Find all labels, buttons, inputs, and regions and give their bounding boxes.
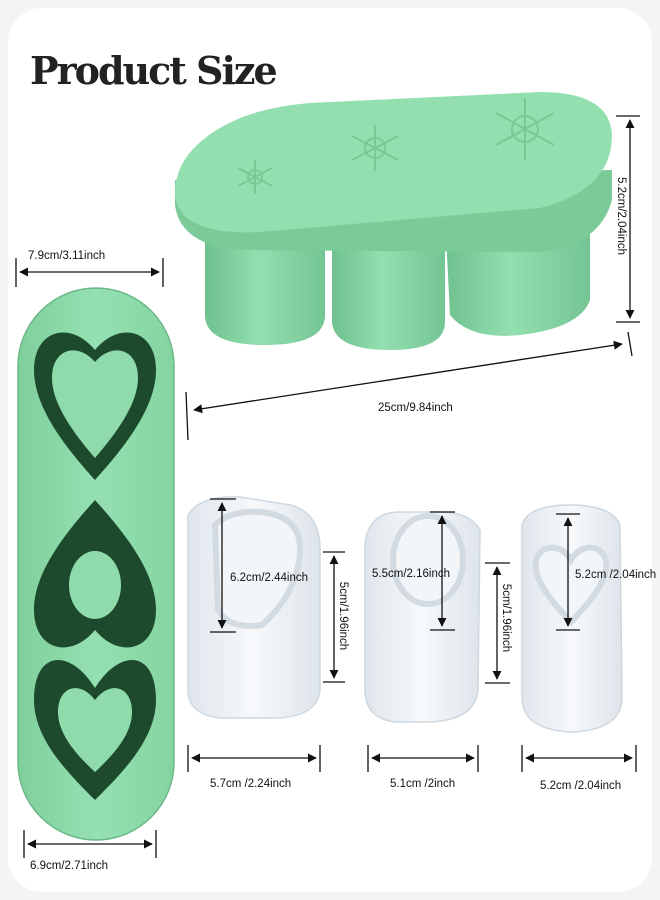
mold-length-label: 25cm/9.84inch — [378, 402, 453, 414]
page-title: Product Size — [30, 48, 278, 93]
ice-cube-3 — [521, 504, 623, 733]
ice1-height-label: 6.2cm/2.44inch — [230, 572, 308, 584]
tray-bottom-width-label: 6.9cm/2.71inch — [30, 860, 108, 872]
mold-height-label: 5.2cm/2.04inch — [615, 177, 627, 255]
tray-top-width-label: 7.9cm/3.11inch — [28, 250, 106, 262]
snowflake-icon — [351, 125, 399, 171]
ice2-body-label: 5cm/1.96inch — [500, 583, 513, 653]
cavity-heart-2 — [34, 500, 156, 648]
ice-cube-2 — [364, 511, 481, 723]
ice-cube-1 — [187, 496, 321, 719]
dimension-lines — [15, 115, 640, 858]
ice2-width-label: 5.1cm /2inch — [390, 778, 456, 790]
ice1-body-label: 5cm/1.96inch — [337, 581, 350, 651]
ice3-height-label: 5.2cm /2.04inch — [575, 569, 657, 581]
snowflake-icon — [237, 160, 273, 194]
tray-top-view — [17, 287, 175, 841]
ice1-width-label: 5.7cm /2.24inch — [210, 778, 292, 790]
cavity-heart-1 — [34, 332, 156, 480]
mold-3d-view — [174, 92, 612, 350]
ice3-width-label: 5.2cm /2.04inch — [540, 780, 622, 792]
cavity-heart-3 — [34, 660, 156, 800]
snowflake-icon — [495, 98, 555, 160]
ice2-height-label: 5.5cm/2.16inch — [372, 568, 450, 580]
